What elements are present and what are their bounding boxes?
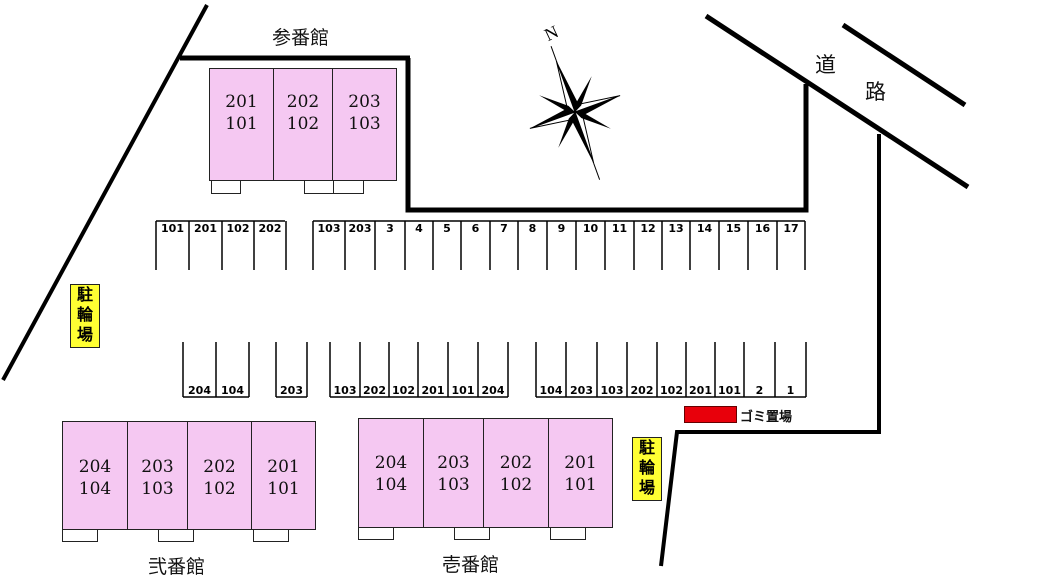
unit-niban-2: 203 103	[127, 421, 188, 530]
unit-sanban-2: 202 102	[273, 68, 333, 181]
parking-stall-label: 204	[188, 384, 211, 397]
parking-stall-label: 203	[349, 222, 372, 235]
road-label-1: 道	[815, 53, 836, 77]
unit-ichiban-1: 204 104	[358, 418, 424, 528]
parking-stall-label: 17	[783, 222, 798, 235]
parking-stall-label: 4	[415, 222, 423, 235]
parking-stall-label: 15	[726, 222, 741, 235]
step	[211, 180, 241, 194]
parking-stall-label: 6	[472, 222, 480, 235]
parking-stall-label: 3	[386, 222, 394, 235]
parking-stall-label: 202	[631, 384, 654, 397]
parking-stall-label: 204	[482, 384, 505, 397]
step	[550, 527, 586, 540]
road-label-2: 路	[865, 80, 886, 104]
parking-stall-label: 103	[334, 384, 357, 397]
bike-parking-sign-left: 駐 輪 場	[70, 284, 100, 348]
parking-stall-label: 201	[422, 384, 445, 397]
bike-parking-sign-right: 駐 輪 場	[632, 437, 662, 501]
parking-stall-label: 202	[363, 384, 386, 397]
unit-niban-4: 201 101	[251, 421, 316, 530]
parking-stall-label: 102	[660, 384, 683, 397]
parking-stall-label: 9	[558, 222, 566, 235]
parking-stall-label: 103	[318, 222, 341, 235]
unit-sanban-1: 201 101	[209, 68, 274, 181]
parking-stall-label: 101	[161, 222, 184, 235]
parking-stall-label: 101	[718, 384, 741, 397]
compass-rose	[529, 46, 621, 180]
parking-stall-label: 1	[787, 384, 795, 397]
parking-stall-label: 8	[529, 222, 537, 235]
unit-sanban-3: 203 103	[332, 68, 397, 181]
step	[158, 529, 194, 542]
parking-stall-label: 12	[640, 222, 655, 235]
step	[333, 180, 364, 194]
parking-stall-label: 14	[697, 222, 713, 235]
step	[454, 527, 490, 540]
step	[62, 529, 98, 542]
unit-ichiban-3: 202 102	[483, 418, 549, 528]
parking-stall-label: 201	[689, 384, 712, 397]
compass-north-label: N	[541, 21, 561, 45]
unit-ichiban-2: 203 103	[423, 418, 484, 528]
step	[358, 527, 394, 540]
parking-stall-label: 7	[500, 222, 508, 235]
parking-stall-label: 104	[221, 384, 244, 397]
parking-stall-label: 2	[756, 384, 764, 397]
building-name-sanban: 参番館	[272, 27, 330, 49]
parking-stall-label: 13	[668, 222, 683, 235]
unit-niban-1: 204 104	[62, 421, 128, 530]
unit-ichiban-4: 201 101	[548, 418, 613, 528]
parking-stall-label: 102	[227, 222, 250, 235]
parking-stall-label: 104	[540, 384, 563, 397]
step	[253, 529, 289, 542]
parking-stall-label: 103	[601, 384, 624, 397]
trash-area	[684, 406, 737, 423]
building-name-niban: 弐番館	[148, 556, 206, 578]
parking-stall-label: 10	[583, 222, 599, 235]
parking-stall-label: 11	[612, 222, 627, 235]
parking-stall-label: 5	[443, 222, 451, 235]
unit-niban-3: 202 102	[187, 421, 252, 530]
step	[304, 180, 334, 194]
parking-stall-label: 16	[755, 222, 771, 235]
parking-stall-label: 102	[392, 384, 415, 397]
parking-stall-label: 203	[570, 384, 593, 397]
parking-stall-label: 202	[259, 222, 282, 235]
parking-stall-label: 201	[194, 222, 217, 235]
parking-stall-label: 203	[280, 384, 303, 397]
building-name-ichiban: 壱番館	[442, 554, 500, 576]
trash-label: ゴミ置場	[740, 410, 793, 425]
parking-stall-label: 101	[452, 384, 475, 397]
